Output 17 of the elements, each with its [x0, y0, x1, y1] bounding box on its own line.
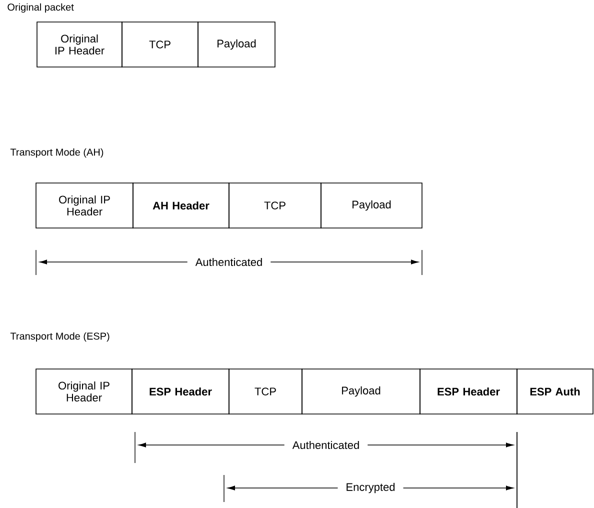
section-heading: Transport Mode (AH)	[10, 148, 104, 158]
header-field-box: ESP Header	[132, 368, 230, 414]
header-field-box: Original IP Header	[36, 22, 122, 68]
section-heading: Transport Mode (ESP)	[10, 332, 110, 342]
header-field-box: ESP Auth	[516, 368, 594, 414]
header-field-box: AH Header	[132, 182, 230, 228]
header-field-box: Payload	[320, 182, 422, 228]
header-field-box: Payload	[198, 22, 276, 68]
header-field-box: ESP Header	[420, 368, 518, 414]
header-field-box: TCP	[228, 368, 302, 414]
header-field-box: Original IP Header	[36, 368, 132, 414]
header-field-box: TCP	[122, 22, 198, 68]
header-field-box: Payload	[302, 368, 420, 414]
dimension-label: Encrypted	[338, 482, 404, 494]
header-field-box: TCP	[228, 182, 322, 228]
section-heading: Original packet	[8, 3, 74, 13]
header-field-box: Original IP Header	[36, 182, 134, 228]
